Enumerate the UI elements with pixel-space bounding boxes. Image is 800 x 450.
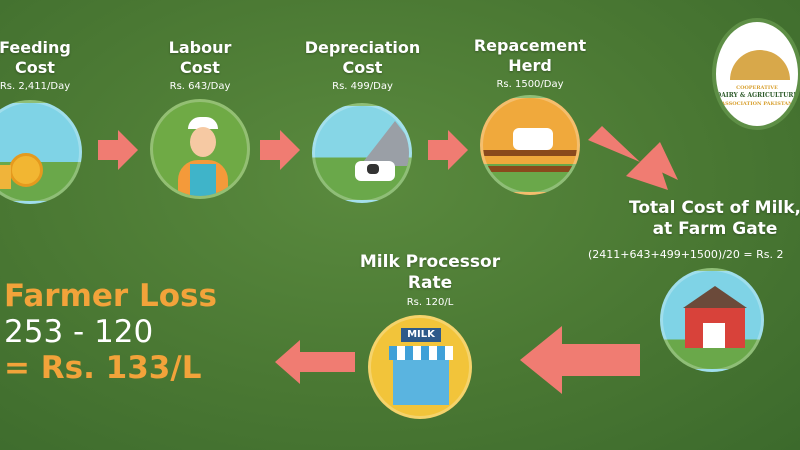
hay-bales-icon (0, 100, 82, 204)
farmer-loss-block: Farmer Loss 253 - 120 = Rs. 133/L (4, 278, 217, 386)
logo-line: ASSOCIATION PAKISTAN (721, 101, 793, 107)
title-line: Labour (168, 38, 232, 57)
total-title: Total Cost of Milk,at Farm Gate (600, 198, 800, 240)
logo-line: COOPERATIVE (736, 85, 778, 91)
arrow-down-right-icon (588, 126, 668, 190)
milk-sign: MILK (401, 328, 441, 342)
barn-icon (660, 268, 764, 372)
step-rate: Rs. 2,411/Day (0, 81, 71, 92)
step-rate: Rs. 643/Day (169, 81, 231, 92)
title-line: at Farm Gate (652, 219, 778, 239)
title-line: Feeding (0, 38, 71, 57)
arrow-left-icon (520, 326, 640, 394)
arrow-right-icon (428, 130, 468, 170)
milk-shop-icon: MILK (368, 315, 472, 419)
title-line: Rate (407, 273, 453, 293)
title-line: Milk Processor (359, 252, 501, 272)
title-line: Cost (15, 58, 55, 77)
cow-fence-icon (480, 95, 580, 195)
loss-heading: Farmer Loss (4, 278, 217, 314)
arrow-right-icon (260, 130, 300, 170)
title-line: Repacement (473, 36, 587, 55)
arrow-right-icon (98, 130, 138, 170)
title-line: Herd (508, 56, 552, 75)
logo-graphic (730, 50, 790, 80)
loss-calc: 253 - 120 (4, 314, 154, 350)
logo-line: DAIRY & AGRICULTURE (716, 92, 798, 99)
arrow-left-icon (275, 340, 355, 384)
title-line: Depreciation (304, 38, 421, 57)
loss-result: = Rs. 133/L (4, 350, 202, 386)
title-line: Cost (180, 58, 220, 77)
processor-rate: Rs. 120/L (406, 297, 454, 308)
total-formula: (2411+643+499+1500)/20 = Rs. 2 (588, 248, 784, 261)
step-rate: Rs. 499/Day (332, 81, 393, 92)
cattle-mountains-icon (312, 103, 412, 203)
association-logo: COOPERATIVE DAIRY & AGRICULTURE ASSOCIAT… (712, 18, 800, 130)
title-line: Total Cost of Milk, (628, 198, 800, 218)
farmer-worker-icon (150, 99, 250, 199)
step-rate: Rs. 1500/Day (496, 79, 564, 90)
title-line: Cost (342, 58, 383, 77)
total-cost-block: Total Cost of Milk,at Farm Gate (600, 198, 800, 240)
